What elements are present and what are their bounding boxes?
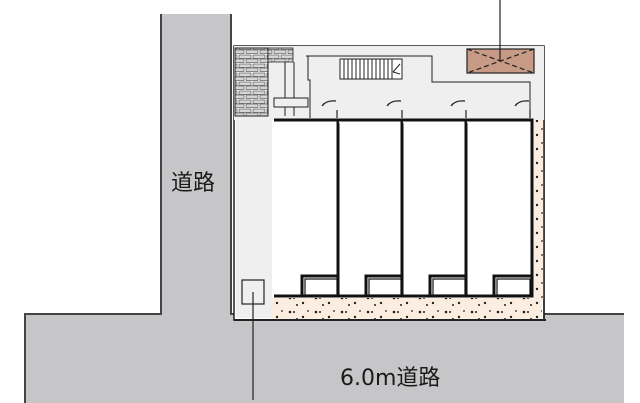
unit-bay-3 (402, 118, 468, 298)
side-road-label: 道路 (171, 171, 216, 196)
staircase (339, 58, 403, 80)
meter-box (241, 279, 265, 400)
front-road-label: 6.0m道路 (340, 366, 441, 391)
unit-bay-4 (466, 118, 534, 298)
unit-bays (274, 118, 534, 298)
side-road (160, 14, 232, 314)
door-swings (321, 100, 531, 118)
stair-landing (273, 55, 531, 118)
gravel-area (272, 120, 545, 320)
unit-bay-1 (274, 118, 340, 298)
storage-box (466, 0, 535, 74)
unit-bay-2 (338, 118, 404, 298)
brick-wall (234, 47, 294, 117)
road-junction (162, 300, 230, 320)
front-road (24, 313, 624, 403)
